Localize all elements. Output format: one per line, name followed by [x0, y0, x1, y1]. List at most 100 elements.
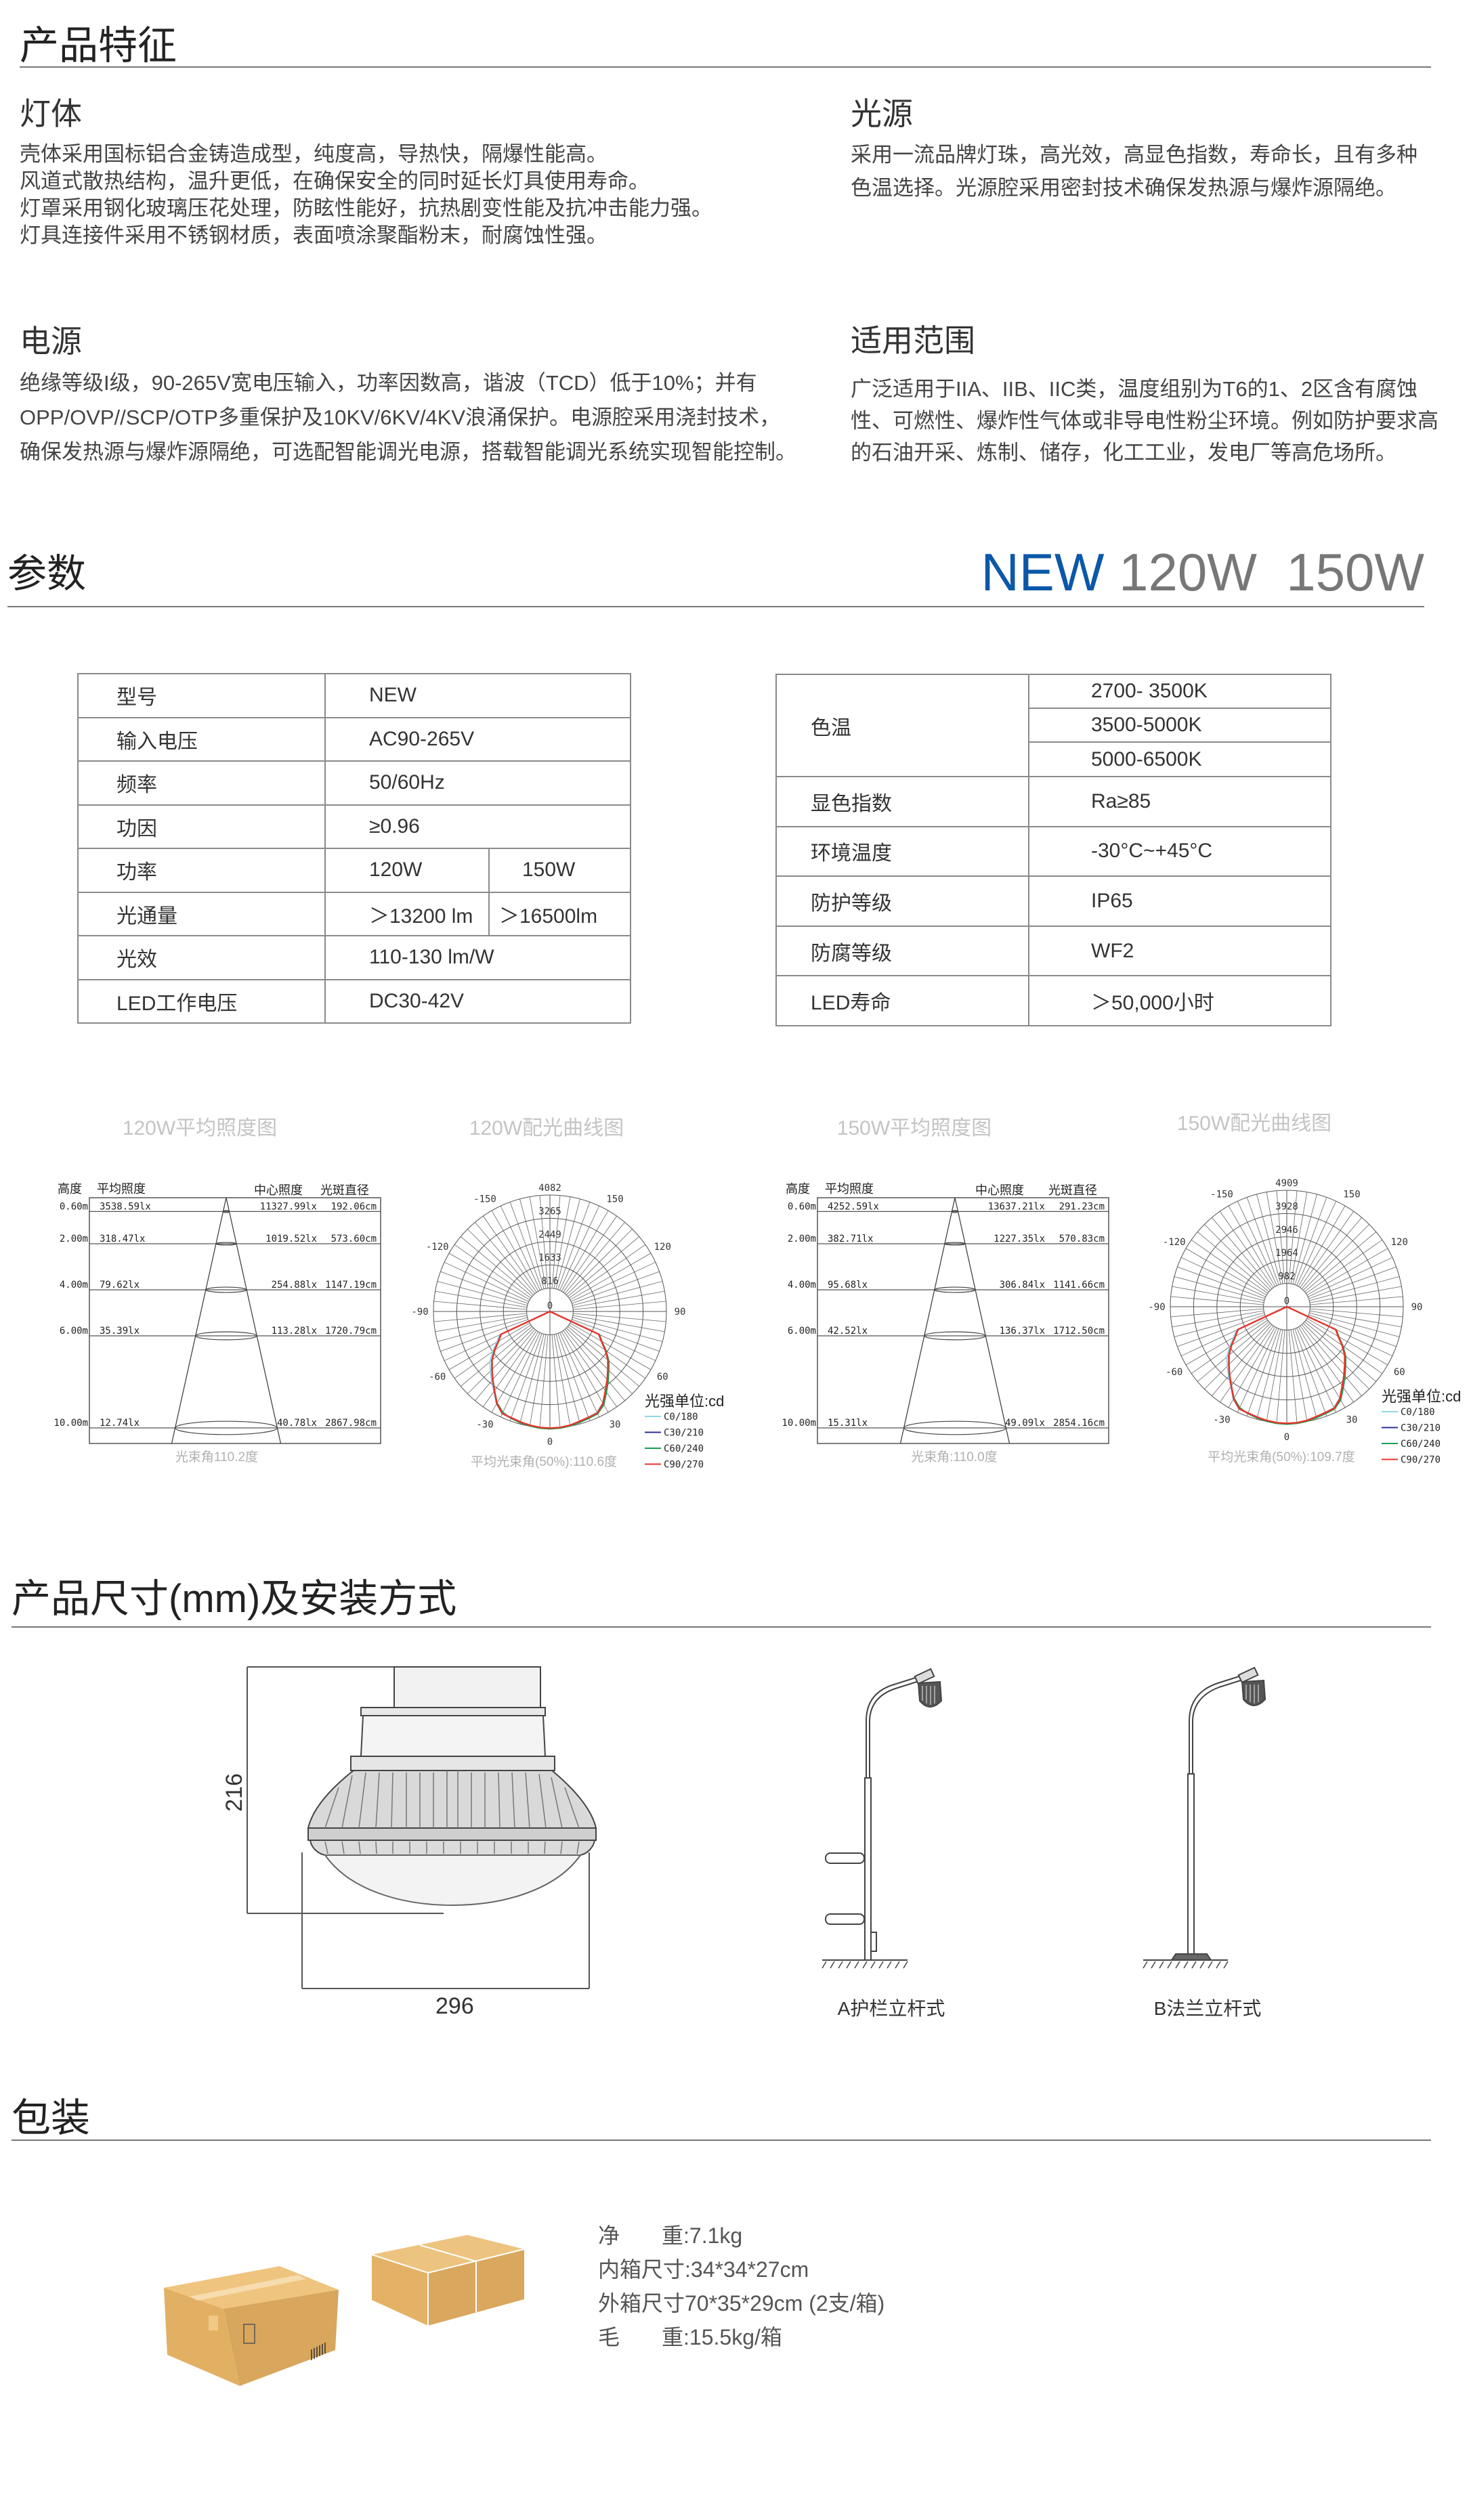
ring-label: 4082: [538, 1183, 561, 1194]
lamp-body-icon: [307, 1666, 597, 1907]
series-curve-C0-180: [1226, 1306, 1346, 1425]
series-curve-C0-180: [489, 1311, 609, 1429]
row-value: DC30-42V: [324, 978, 631, 1024]
light-spot-ellipse: [205, 1286, 247, 1293]
dimensions-title: 产品尺寸(mm)及安装方式: [12, 1577, 457, 1621]
width-dimension: 296: [435, 1993, 474, 2019]
ring-label: 1964: [1275, 1248, 1298, 1259]
light-spot-ellipse: [934, 1286, 976, 1293]
angle-label: 120: [1391, 1237, 1408, 1248]
features-title: 产品特征: [20, 24, 177, 68]
row-label: LED工作电压: [77, 978, 326, 1024]
angle-label: -60: [429, 1372, 446, 1383]
ring-label: 2946: [1275, 1225, 1298, 1236]
gross-weight-label: 毛: [598, 2325, 620, 2349]
model-new: NEW: [981, 542, 1105, 602]
polar-ring: [1239, 1259, 1334, 1354]
light-spot-ellipse: [944, 1242, 966, 1246]
avg-illuminance: 4252.59lx: [828, 1201, 879, 1212]
angle-label: -90: [411, 1307, 428, 1318]
table-row: 5000-6500K: [776, 741, 1331, 777]
angle-label: 30: [610, 1419, 621, 1430]
beam-angle-caption: 平均光束角(50%):109.7度: [1208, 1450, 1355, 1464]
angle-label: 150: [606, 1194, 623, 1205]
row-label: 防护等级: [775, 875, 1029, 927]
outer-box-size: 外箱尺寸70*35*29cm (2支/箱): [598, 2291, 885, 2316]
angle-label: 30: [1346, 1414, 1358, 1425]
height-label: 4.00m: [60, 1280, 88, 1290]
angle-label: -60: [1166, 1367, 1182, 1378]
row-label: LED寿命: [775, 975, 1029, 1026]
polar-ring: [456, 1217, 644, 1406]
row-value: IP65: [1028, 875, 1331, 927]
height-label: 0.60m: [60, 1201, 88, 1212]
flange-pole-icon: [1143, 1666, 1266, 1969]
angle-label: 120: [654, 1242, 671, 1253]
beam-angle-caption: 光束角110.2度: [175, 1450, 258, 1464]
chart-title: 150W平均照度图: [837, 1117, 992, 1139]
row-value: -30°C~+45°C: [1028, 825, 1331, 877]
angle-label: 60: [1394, 1367, 1405, 1378]
center-illuminance: 113.28lx: [272, 1326, 317, 1337]
height-label: 6.00m: [60, 1326, 88, 1337]
light-spot-ellipse: [222, 1210, 230, 1213]
row-label: 显色指数: [775, 776, 1029, 827]
row-value: Ra≥85: [1028, 776, 1331, 827]
chart-frame: [89, 1197, 381, 1444]
inner-carton-icon: [371, 2235, 525, 2326]
header-diameter: 光斑直径: [320, 1183, 369, 1197]
table-row: 光通量＞13200 lm＞16500lm: [77, 891, 631, 936]
header-center: 中心照度: [975, 1183, 1024, 1197]
power-heading: 电源: [20, 324, 82, 359]
packaging-info: 净重:7.1kg 内箱尺寸:34*34*27cm 外箱尺寸70*35*29cm …: [598, 2219, 884, 2354]
text-line: 色温选择。光源腔采用密封技术确保发热源与爆炸源隔绝。: [851, 176, 1397, 200]
color-temp-option: 3500-5000K: [1028, 708, 1331, 743]
center-illuminance: 49.09lx: [1005, 1418, 1045, 1429]
carton-boxes-image: [164, 2235, 525, 2386]
series-curve-C60-240: [491, 1311, 610, 1430]
polar-ring: [503, 1264, 597, 1359]
text-line: 采用一流品牌灯珠，高光效，高显色指数，寿命长，且有多种: [851, 143, 1417, 167]
net-weight-label: 净: [598, 2223, 620, 2248]
spot-diameter: 570.83cm: [1059, 1234, 1105, 1244]
table-row: 环境温度-30°C~+45°C: [775, 825, 1331, 877]
beam-edge-right: [226, 1197, 282, 1444]
row-label: 型号: [77, 673, 326, 718]
angle-label: -30: [476, 1419, 493, 1430]
ring-label: 3928: [1275, 1201, 1298, 1212]
ring-label: 816: [541, 1276, 558, 1287]
gross-weight: 毛重:15.5kg/箱: [598, 2320, 884, 2354]
beam-edge-left: [171, 1197, 227, 1444]
text-line: 灯罩采用钢化玻璃压花处理，防眩性能好，抗热剧变性能及抗冲击能力强。: [20, 196, 712, 220]
avg-illuminance: 382.71lx: [828, 1234, 873, 1244]
spot-diameter: 291.23cm: [1059, 1201, 1105, 1212]
legend-label: C60/240: [1401, 1439, 1441, 1450]
text-line: OPP/OVP//SCP/OTP多重保护及10KV/6KV/4KV浪涌保护。电源…: [20, 406, 781, 429]
center-illuminance: 1019.52lx: [265, 1234, 317, 1244]
model-150w: 150W: [1286, 542, 1424, 602]
spot-diameter: 192.06cm: [331, 1201, 377, 1212]
avg-illuminance: 35.39lx: [100, 1326, 140, 1337]
table-row: LED寿命＞50,000小时: [775, 975, 1331, 1026]
center-illuminance: 40.78lx: [277, 1418, 317, 1429]
text-line: 确保发热源与爆炸源隔绝，可选配智能调光电源，搭载智能调光系统实现智能控制。: [20, 440, 796, 464]
row-value: 110-130 lm/W: [324, 935, 631, 980]
light-spot-ellipse: [903, 1420, 1006, 1435]
model-banner: NEW 120W 150W: [981, 542, 1424, 603]
polar-ring: [526, 1288, 574, 1335]
text-line: 风道式散热结构，温升更低，在确保安全的同时延长灯具使用寿命。: [20, 169, 649, 193]
spot-diameter: 1141.66cm: [1053, 1280, 1105, 1290]
spot-diameter: 2854.16cm: [1053, 1418, 1105, 1429]
center-illuminance: 11327.99lx: [260, 1201, 317, 1212]
beam-angle-caption: 平均光束角(50%):110.6度: [471, 1454, 617, 1469]
light-spot-ellipse: [215, 1242, 237, 1246]
center-illuminance: 306.84lx: [1000, 1280, 1045, 1290]
